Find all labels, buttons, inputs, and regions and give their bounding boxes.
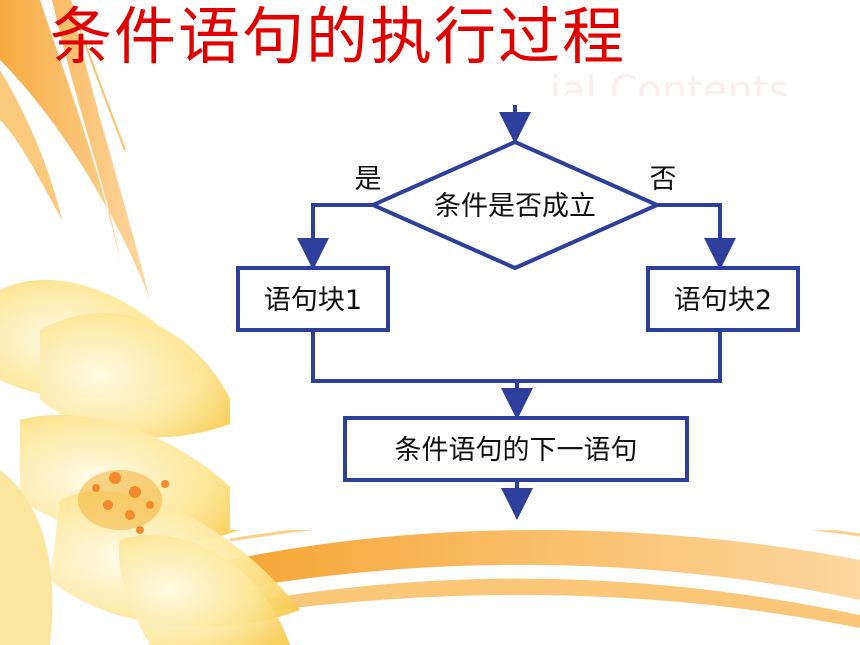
block2-box [646, 266, 800, 332]
yes-branch-line [297, 203, 373, 270]
lily-flower [0, 279, 300, 645]
block1-label: 语句块1 [264, 285, 362, 316]
no-branch-line [657, 203, 736, 270]
decision-diamond [368, 139, 662, 271]
next-statement-box [343, 416, 689, 482]
slide-title: 条件语句的执行过程 [50, 0, 627, 73]
decision-label: 条件是否成立 [434, 191, 596, 222]
orange-swoosh-left [0, 0, 150, 300]
no-label: 否 [650, 164, 677, 195]
next-statement-label: 条件语句的下一语句 [395, 435, 638, 466]
yes-label: 是 [355, 164, 382, 195]
block2-label: 语句块2 [674, 285, 772, 316]
block1-box [236, 266, 390, 332]
flower-stamens [92, 472, 169, 534]
merge-line [311, 330, 722, 383]
